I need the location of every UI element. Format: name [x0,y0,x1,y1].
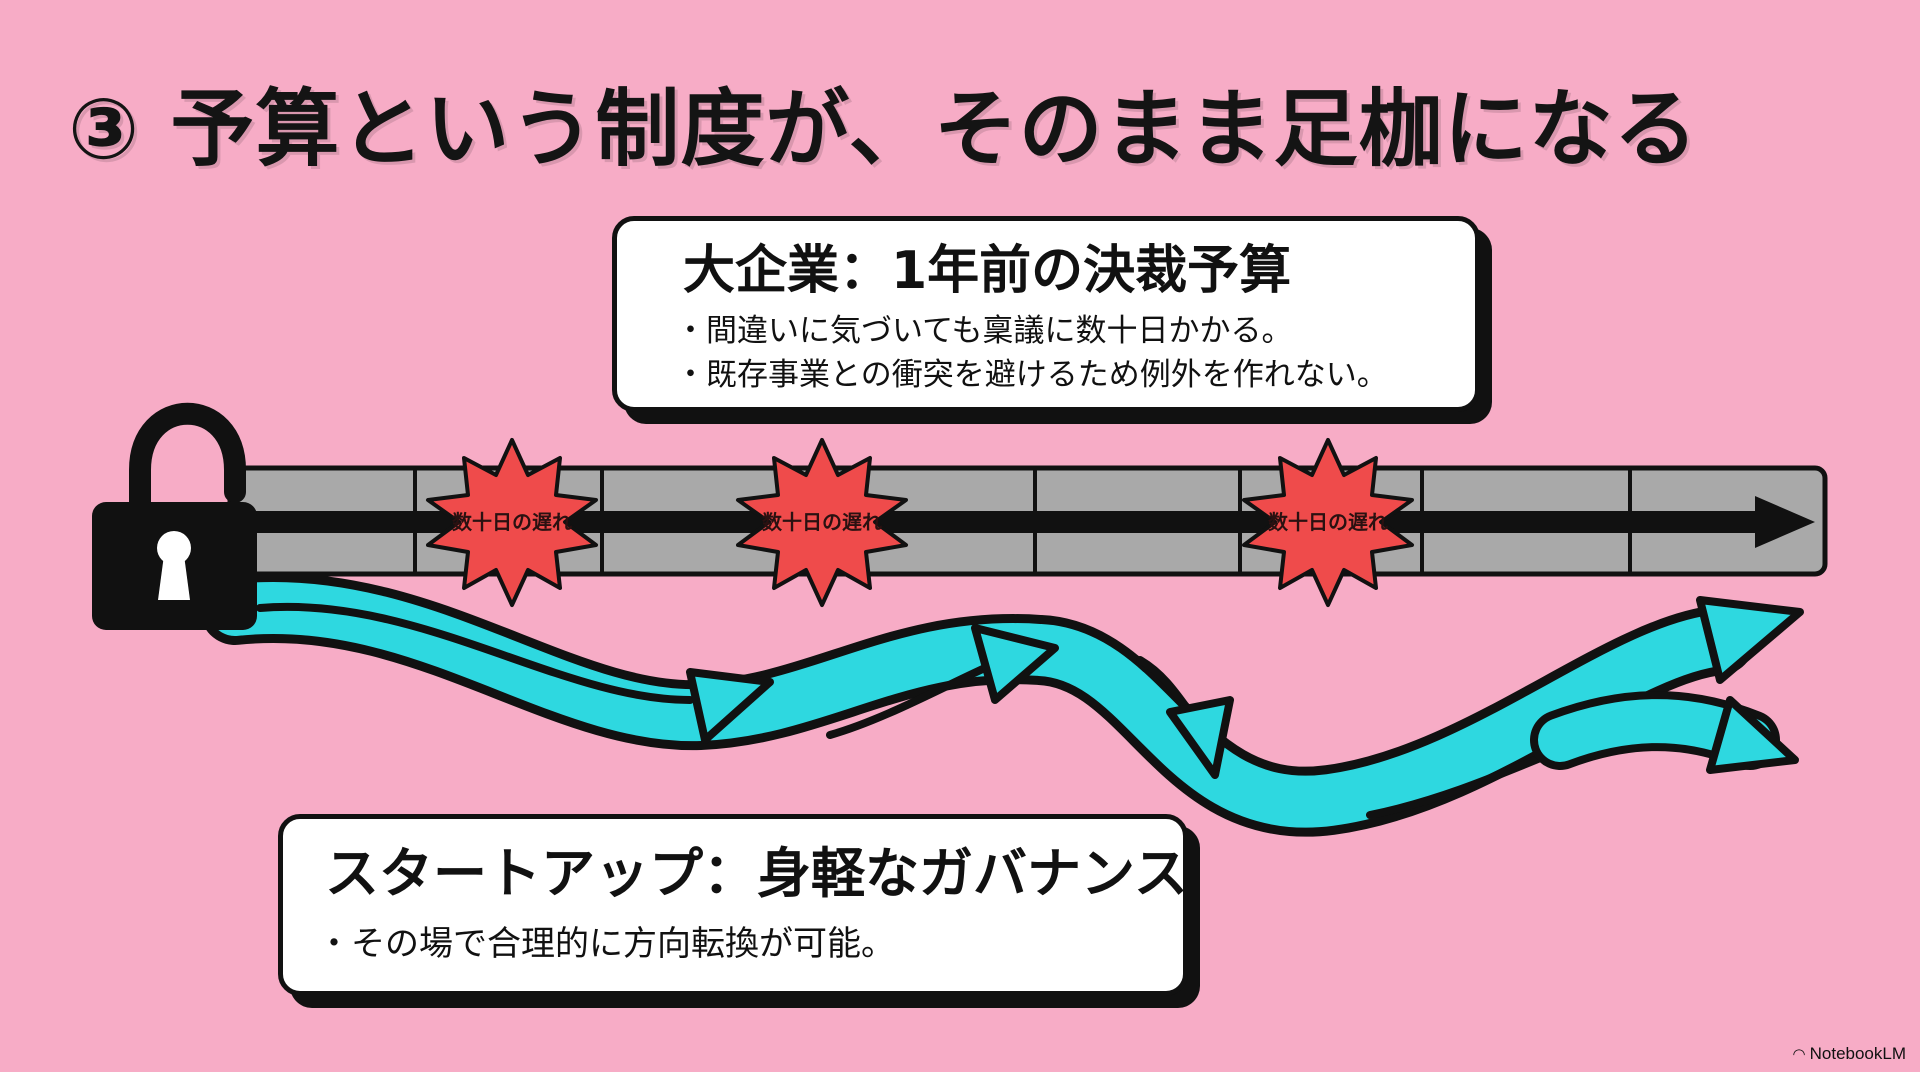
delay-burst-2: 数十日の遅れ [736,438,908,607]
footer-brand: ◠NotebookLM [1793,1044,1906,1064]
startup-path-arrows [200,572,1804,837]
big-company-heading: 大企業：1年前の決裁予算 [683,241,1292,301]
bullet-item: その場で合理的に方向転換が可能。 [325,921,1183,967]
delay-label: 数十日の遅れ [1268,510,1388,534]
bullet-item: 既存事業との衝突を避けるため例外を作れない。 [683,353,1475,397]
startup-heading: スタートアップ：身軽なガバナンス [325,842,1188,905]
startup-card: スタートアップ：身軽なガバナンス その場で合理的に方向転換が可能。 [278,814,1188,996]
delay-label: 数十日の遅れ [762,510,882,534]
notebooklm-logo-icon: ◠ [1792,1046,1806,1063]
delay-burst-1: 数十日の遅れ [426,438,598,607]
padlock-icon [92,402,257,630]
startup-bullets: その場で合理的に方向転換が可能。 [325,921,1183,967]
delay-label: 数十日の遅れ [452,510,572,534]
big-company-card: 大企業：1年前の決裁予算 間違いに気づいても稟議に数十日かかる。 既存事業との衝… [612,216,1480,412]
brand-label: NotebookLM [1809,1044,1906,1063]
delay-burst-3: 数十日の遅れ [1242,438,1414,607]
bullet-item: 間違いに気づいても稟議に数十日かかる。 [683,309,1475,353]
big-company-bullets: 間違いに気づいても稟議に数十日かかる。 既存事業との衝突を避けるため例外を作れな… [683,309,1475,397]
slide-title: ③ 予算という制度が、そのまま足枷になる [68,80,1699,178]
